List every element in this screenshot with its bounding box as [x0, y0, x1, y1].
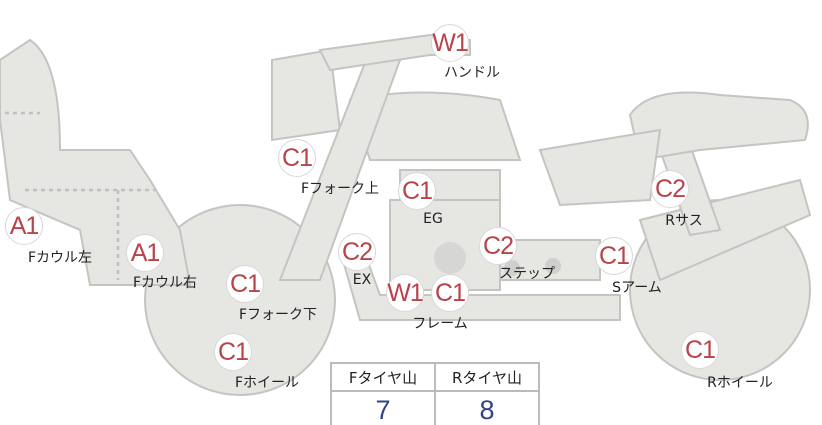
label-frame: フレーム [412, 316, 468, 332]
grade-badge-front-fork-upper: C1 [278, 139, 316, 177]
grade-badge-handlebar: W1 [431, 24, 469, 62]
swing-arm [638, 178, 812, 282]
label-front-fork-lower: Fフォーク下 [238, 307, 318, 323]
label-rear-suspension: Rサス [665, 213, 703, 229]
grade-badge-front-wheel: C1 [214, 333, 252, 371]
front-cowl [0, 38, 192, 286]
label-front-cowl-right: Fカウル右 [132, 275, 198, 291]
grade-badge-swing-arm: C1 [595, 237, 633, 275]
seat [628, 91, 809, 162]
label-handlebar: ハンドル [444, 65, 500, 81]
grade-badge-rear-suspension: C2 [651, 170, 689, 208]
header-front-tire: Fタイヤ山 [330, 362, 436, 392]
label-rear-wheel: Rホイール [707, 375, 773, 391]
label-front-wheel: Fホイール [234, 375, 300, 391]
grade-badge-step: C2 [479, 227, 517, 265]
grade-badge-frame-2: C1 [431, 274, 469, 312]
grade-badge-front-fork-lower: C1 [226, 265, 264, 303]
grade-badge-exhaust: C2 [338, 233, 376, 271]
grade-badge-front-cowl-left: A1 [5, 207, 43, 245]
label-front-cowl-left: Fカウル左 [27, 250, 93, 266]
value-front-tire: 7 [330, 390, 436, 425]
label-exhaust: EX [352, 272, 372, 288]
grade-badge-engine: C1 [398, 172, 436, 210]
label-swing-arm: Sアーム [612, 280, 662, 296]
header-rear-tire: Rタイヤ山 [434, 362, 540, 392]
label-front-fork-upper: Fフォーク上 [300, 181, 380, 197]
grade-badge-frame-1: W1 [386, 274, 424, 312]
label-step: ステップ [499, 266, 555, 282]
grade-badge-rear-wheel: C1 [681, 331, 719, 369]
grade-badge-front-cowl-right: A1 [126, 234, 164, 272]
label-engine: EG [423, 211, 443, 227]
value-rear-tire: 8 [434, 390, 540, 425]
